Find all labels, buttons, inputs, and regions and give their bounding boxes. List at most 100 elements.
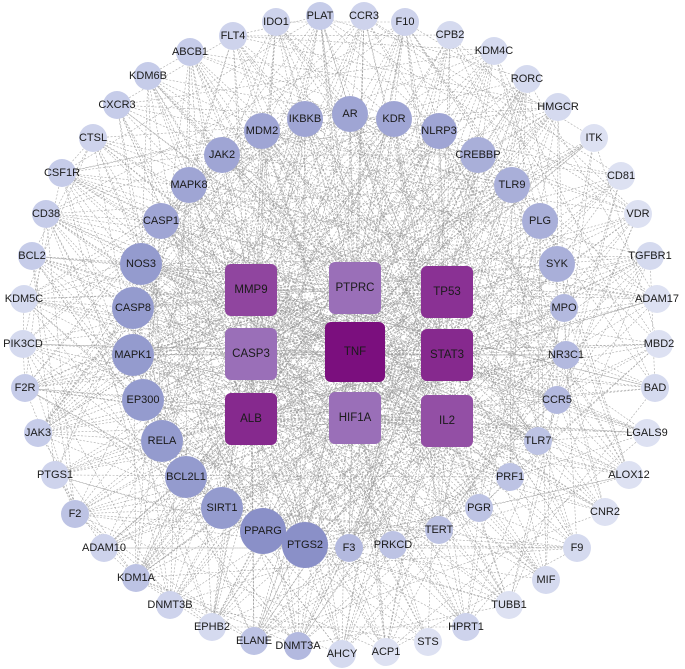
- node-mapk8[interactable]: MAPK8: [170, 167, 208, 203]
- node-nlrp3[interactable]: NLRP3: [421, 113, 457, 149]
- node-itk[interactable]: ITK: [580, 124, 608, 152]
- node-syk[interactable]: SYK: [539, 246, 575, 282]
- node-mpo[interactable]: MPO: [550, 294, 578, 322]
- hub-hif1a[interactable]: HIF1A: [329, 392, 381, 444]
- node-tlr7[interactable]: TLR7: [524, 427, 552, 455]
- node-kdm5c[interactable]: KDM5C: [5, 285, 44, 313]
- node-ccr3[interactable]: CCR3: [349, 2, 379, 30]
- node-bcl2l1[interactable]: BCL2L1: [165, 456, 207, 498]
- node-ikbkb[interactable]: IKBKB: [287, 101, 323, 137]
- node-ephb2[interactable]: EPHB2: [194, 613, 230, 641]
- node-f3[interactable]: F3: [335, 534, 363, 562]
- node-vdr[interactable]: VDR: [624, 200, 652, 228]
- node-tlr9[interactable]: TLR9: [494, 167, 530, 203]
- node-nr3c1[interactable]: NR3C1: [548, 341, 584, 369]
- node-circle: [103, 91, 131, 119]
- node-jak3[interactable]: JAK3: [24, 419, 52, 447]
- node-circle: [240, 508, 286, 554]
- node-csf1r[interactable]: CSF1R: [44, 159, 80, 187]
- node-sirt1[interactable]: SIRT1: [201, 487, 243, 529]
- edge-ptgs2-nos3: [140, 263, 306, 546]
- node-plat[interactable]: PLAT: [306, 2, 334, 30]
- node-f2[interactable]: F2: [61, 500, 89, 528]
- node-casp8[interactable]: CASP8: [112, 287, 154, 329]
- node-ctsl[interactable]: CTSL: [79, 124, 107, 152]
- node-ahcy[interactable]: AHCY: [327, 640, 358, 668]
- edge-bad-kdm4c: [493, 50, 656, 389]
- node-ar[interactable]: AR: [332, 96, 368, 132]
- node-mif[interactable]: MIF: [532, 566, 560, 594]
- node-alox12[interactable]: ALOX12: [608, 461, 650, 489]
- edge-tnf-cd38: [45, 213, 356, 353]
- node-kdm6b[interactable]: KDM6B: [129, 62, 167, 90]
- node-flt4[interactable]: FLT4: [219, 22, 247, 50]
- node-adam10[interactable]: ADAM10: [82, 534, 126, 562]
- node-cxcr3[interactable]: CXCR3: [98, 91, 136, 119]
- edge-il2-ephb2: [211, 420, 448, 628]
- edge-mmp9-dnmt3a: [250, 289, 299, 647]
- node-ptgs2[interactable]: PTGS2: [282, 522, 328, 568]
- node-adam17[interactable]: ADAM17: [635, 285, 679, 313]
- hub-il2[interactable]: IL2: [421, 395, 473, 447]
- node-sts[interactable]: STS: [414, 628, 442, 656]
- node-hprt1[interactable]: HPRT1: [448, 613, 484, 641]
- node-f2r[interactable]: F2R: [11, 374, 39, 402]
- node-pik3cd[interactable]: PIK3CD: [3, 330, 43, 358]
- node-cpb2[interactable]: CPB2: [436, 21, 465, 49]
- node-cd38[interactable]: CD38: [32, 200, 60, 228]
- edge-cpb2-flt4: [232, 34, 451, 37]
- node-mdm2[interactable]: MDM2: [244, 113, 280, 149]
- hub-casp3[interactable]: CASP3: [225, 328, 277, 380]
- node-prkcd[interactable]: PRKCD: [374, 531, 413, 559]
- node-plg[interactable]: PLG: [522, 203, 558, 239]
- node-acp1[interactable]: ACP1: [372, 638, 401, 666]
- edge-dnmt3a-ccr5: [297, 399, 558, 647]
- node-pparg[interactable]: PPARG: [240, 508, 286, 554]
- edge-kdm6b-rela: [147, 75, 163, 442]
- node-kdr[interactable]: KDR: [376, 101, 412, 137]
- hub-stat3[interactable]: STAT3: [421, 329, 473, 381]
- node-kdm1a[interactable]: KDM1A: [117, 564, 156, 592]
- hub-ptprc[interactable]: PTPRC: [329, 262, 381, 314]
- node-rela[interactable]: RELA: [141, 420, 183, 462]
- node-mbd2[interactable]: MBD2: [644, 330, 675, 358]
- node-crebbp[interactable]: CREBBP: [455, 137, 501, 173]
- node-cd81[interactable]: CD81: [607, 162, 635, 190]
- node-bad[interactable]: BAD: [641, 374, 669, 402]
- node-pgr[interactable]: PGR: [465, 494, 493, 522]
- node-dnmt3a[interactable]: DNMT3A: [275, 632, 321, 660]
- node-tgfbr1[interactable]: TGFBR1: [628, 242, 672, 270]
- node-casp1[interactable]: CASP1: [143, 203, 179, 239]
- node-bcl2[interactable]: BCL2: [18, 242, 46, 270]
- node-ep300[interactable]: EP300: [122, 379, 164, 421]
- node-circle: [641, 374, 669, 402]
- hub-alb[interactable]: ALB: [225, 393, 277, 445]
- node-ccr5[interactable]: CCR5: [542, 386, 572, 414]
- node-mapk1[interactable]: MAPK1: [112, 334, 154, 376]
- node-f9[interactable]: F9: [563, 534, 591, 562]
- node-kdm4c[interactable]: KDM4C: [475, 37, 514, 65]
- node-cnr2[interactable]: CNR2: [590, 498, 620, 526]
- node-tubb1[interactable]: TUBB1: [491, 591, 527, 619]
- node-abcb1[interactable]: ABCB1: [172, 38, 208, 66]
- node-label: KDM6B: [129, 70, 167, 82]
- node-prf1[interactable]: PRF1: [496, 463, 524, 491]
- node-label: IDO1: [263, 16, 289, 28]
- node-f10[interactable]: F10: [391, 8, 419, 36]
- node-rorc[interactable]: RORC: [511, 65, 543, 93]
- node-hmgcr[interactable]: HMGCR: [537, 93, 579, 121]
- hub-tp53[interactable]: TP53: [421, 266, 473, 318]
- edge-hif1a-vdr: [354, 213, 639, 419]
- node-jak2[interactable]: JAK2: [204, 137, 240, 173]
- hub-tnf[interactable]: TNF: [325, 322, 385, 382]
- node-nos3[interactable]: NOS3: [120, 243, 162, 285]
- node-ido1[interactable]: IDO1: [262, 8, 290, 36]
- hub-mmp9[interactable]: MMP9: [225, 264, 277, 316]
- node-elane[interactable]: ELANE: [236, 627, 272, 655]
- node-dnmt3b[interactable]: DNMT3B: [147, 591, 193, 619]
- node-ptgs1[interactable]: PTGS1: [37, 461, 73, 489]
- edge-rela-ido1: [161, 21, 277, 442]
- node-lgals9[interactable]: LGALS9: [626, 419, 668, 447]
- edge-f2-ptgs2: [74, 513, 306, 546]
- node-tert[interactable]: TERT: [425, 516, 454, 544]
